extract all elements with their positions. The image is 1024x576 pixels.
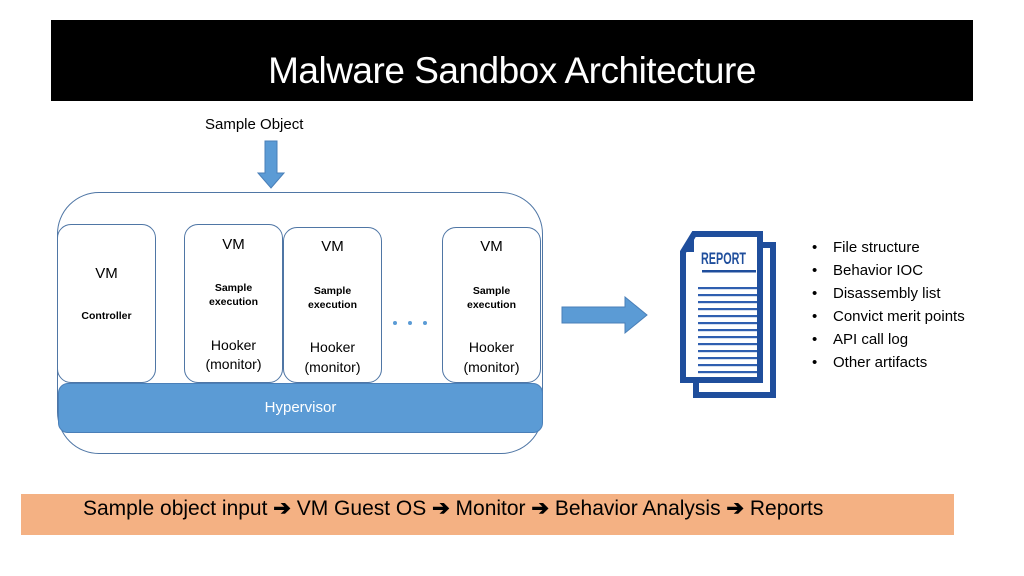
report-item: • Other artifacts: [812, 351, 965, 374]
vm-monitor-line1: Hooker: [210, 337, 257, 353]
bullet-icon: •: [812, 354, 818, 371]
sample-object-label: Sample Object: [205, 116, 304, 133]
vm-role: Sample execution: [466, 285, 516, 311]
vm-monitor-line1: Hooker: [468, 339, 515, 355]
report-line: [698, 371, 757, 374]
report-item-label: Disassembly list: [833, 285, 941, 302]
vm-monitor-line2: (monitor): [205, 356, 262, 372]
report-line: [698, 315, 757, 318]
report-line: [698, 322, 757, 325]
report-item: • Behavior IOC: [812, 259, 965, 282]
flow-step: Reports: [749, 497, 824, 520]
vm-sample-n: VM Sample execution Hooker (monitor): [442, 227, 541, 383]
report-item-label: Behavior IOC: [833, 262, 924, 279]
report-line: [698, 329, 757, 332]
vm-controller: VM Controller: [57, 224, 156, 383]
vm-monitor-line2: (monitor): [463, 359, 520, 375]
arrow-right-icon: ➔: [720, 497, 750, 520]
report-item-label: Convict merit points: [833, 308, 965, 325]
vm-title: VM: [95, 265, 118, 282]
vm-title: VM: [480, 238, 503, 255]
vm-sample-2: VM Sample execution Hooker (monitor): [283, 227, 382, 383]
report-document-icon: REPORT: [680, 231, 776, 398]
right-arrow-icon: [561, 296, 648, 335]
report-line: [698, 294, 757, 297]
report-line: [698, 287, 757, 290]
report-item-label: Other artifacts: [833, 354, 928, 371]
report-line: [698, 357, 757, 360]
report-label: REPORT: [701, 249, 746, 268]
flow-step: VM Guest OS: [296, 497, 427, 520]
vm-role: Sample execution: [307, 285, 357, 311]
report-item-label: File structure: [833, 239, 920, 256]
flow-banner: Sample object input ➔ VM Guest OS ➔ Moni…: [21, 494, 954, 535]
vm-title: VM: [321, 238, 344, 255]
report-line: [698, 301, 757, 304]
bullet-icon: •: [812, 308, 818, 325]
title-bar: Malware Sandbox Architecture: [51, 20, 973, 101]
report-line: [698, 364, 757, 367]
report-item-label: API call log: [833, 331, 909, 348]
report-item: • Disassembly list: [812, 282, 965, 305]
flow-step: Monitor: [455, 497, 526, 520]
report-contents-list: • File structure • Behavior IOC • Disassembly…: [812, 236, 965, 374]
flow-text: Sample object input ➔ VM Guest OS ➔ Moni…: [83, 496, 823, 521]
down-arrow-icon: [256, 140, 286, 189]
vm-role: Sample execution: [208, 282, 258, 308]
report-line: [698, 308, 757, 311]
page-title: Malware Sandbox Architecture: [268, 50, 756, 91]
report-item: • File structure: [812, 236, 965, 259]
bullet-icon: •: [812, 239, 818, 256]
report-line: [698, 350, 757, 353]
hypervisor-bar: Hypervisor: [58, 383, 543, 433]
arrow-right-icon: ➔: [426, 497, 456, 520]
bullet-icon: •: [812, 331, 818, 348]
vm-monitor-line2: (monitor): [304, 359, 361, 375]
report-line: [698, 343, 757, 346]
arrow-right-icon: ➔: [267, 497, 297, 520]
vm-title: VM: [222, 236, 245, 253]
flow-step: Behavior Analysis: [554, 497, 721, 520]
report-line: [698, 336, 757, 339]
report-item: • API call log: [812, 328, 965, 351]
bullet-icon: •: [812, 285, 818, 302]
ellipsis-dots: [393, 312, 438, 330]
vm-monitor-line1: Hooker: [309, 339, 356, 355]
vm-role: Controller: [81, 310, 132, 322]
report-item: • Convict merit points: [812, 305, 965, 328]
arrow-right-icon: ➔: [525, 497, 555, 520]
vm-sample-1: VM Sample execution Hooker (monitor): [184, 224, 283, 383]
bullet-icon: •: [812, 262, 818, 279]
flow-step: Sample object input: [83, 497, 268, 520]
